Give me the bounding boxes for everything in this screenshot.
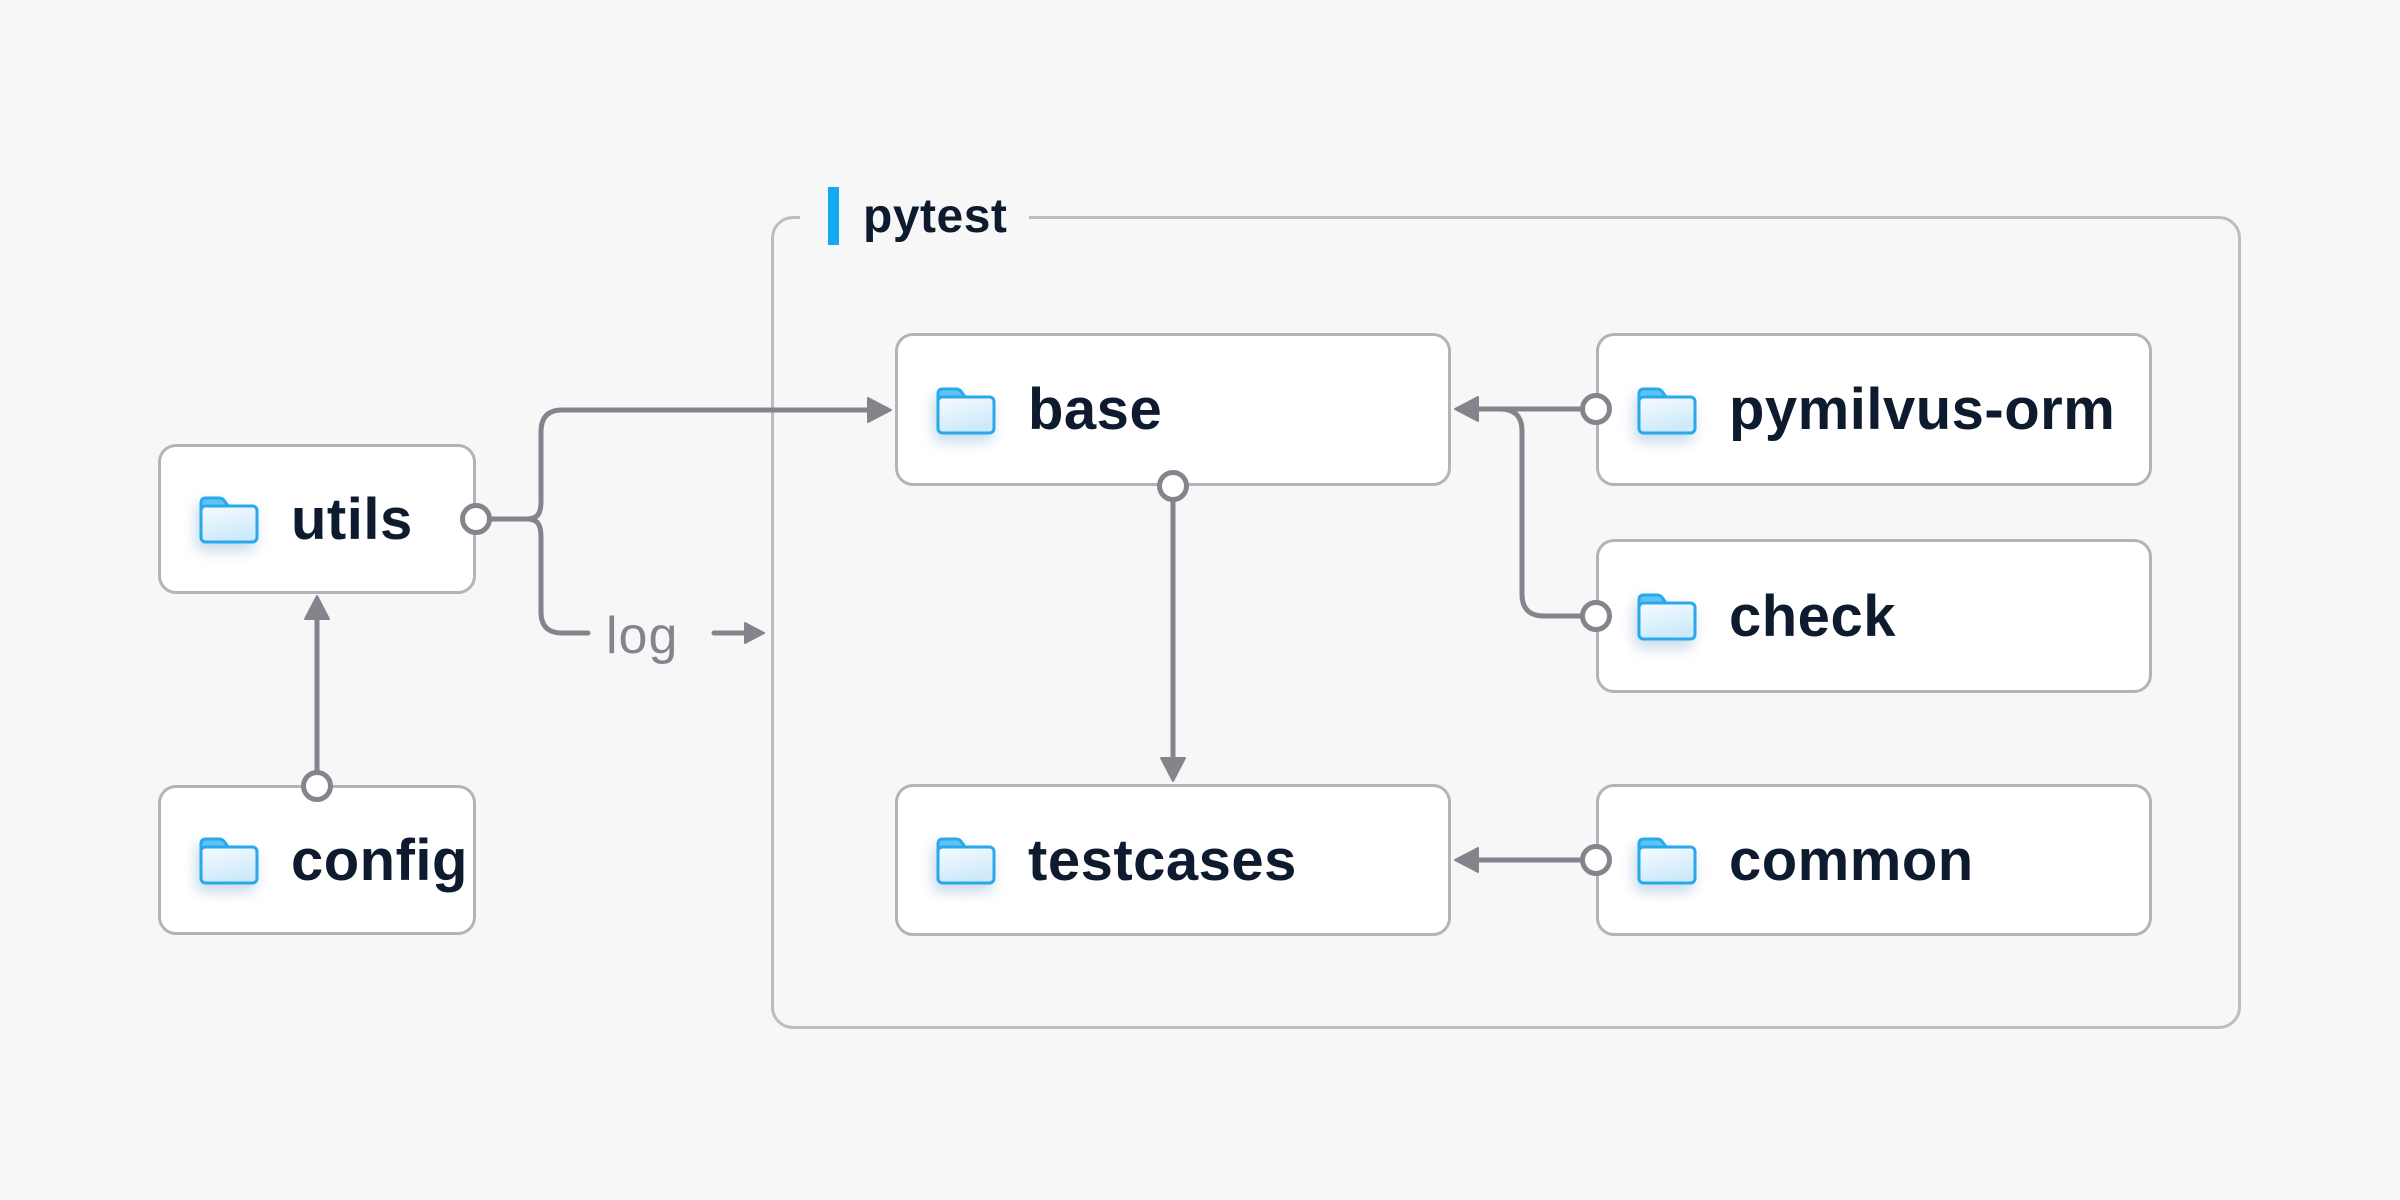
folder-icon <box>1637 837 1697 885</box>
node-testcases: testcases <box>895 784 1451 936</box>
edge-config-utils-arrowhead <box>304 595 330 620</box>
node-check: check <box>1596 539 2152 693</box>
pytest-group-label-text: pytest <box>863 189 1008 243</box>
folder-icon <box>199 837 259 885</box>
folder-icon <box>936 387 996 434</box>
node-label: utils <box>291 486 413 552</box>
node-label: check <box>1729 583 1896 649</box>
edge-utils-log <box>524 516 591 636</box>
node-base: base <box>895 333 1451 486</box>
node-label: common <box>1729 827 1974 893</box>
node-label: testcases <box>1028 827 1297 893</box>
node-label: pymilvus-orm <box>1729 377 2116 442</box>
folder-icon <box>936 837 996 885</box>
edge-label-log: log <box>606 607 679 665</box>
pytest-accent-bar <box>828 187 839 245</box>
folder-icon <box>1637 387 1697 434</box>
node-label: config <box>291 827 468 893</box>
folder-icon <box>199 496 259 544</box>
node-utils: utils <box>158 444 476 594</box>
folder-icon <box>1637 593 1697 641</box>
node-label: base <box>1028 377 1163 442</box>
node-config: config <box>158 785 476 935</box>
edge-log-arrowhead <box>744 622 765 644</box>
node-common: common <box>1596 784 2152 936</box>
pytest-group-container <box>771 216 2241 1029</box>
node-pymilvus-orm: pymilvus-orm <box>1596 333 2152 486</box>
pytest-group-label: pytest <box>800 181 1030 251</box>
